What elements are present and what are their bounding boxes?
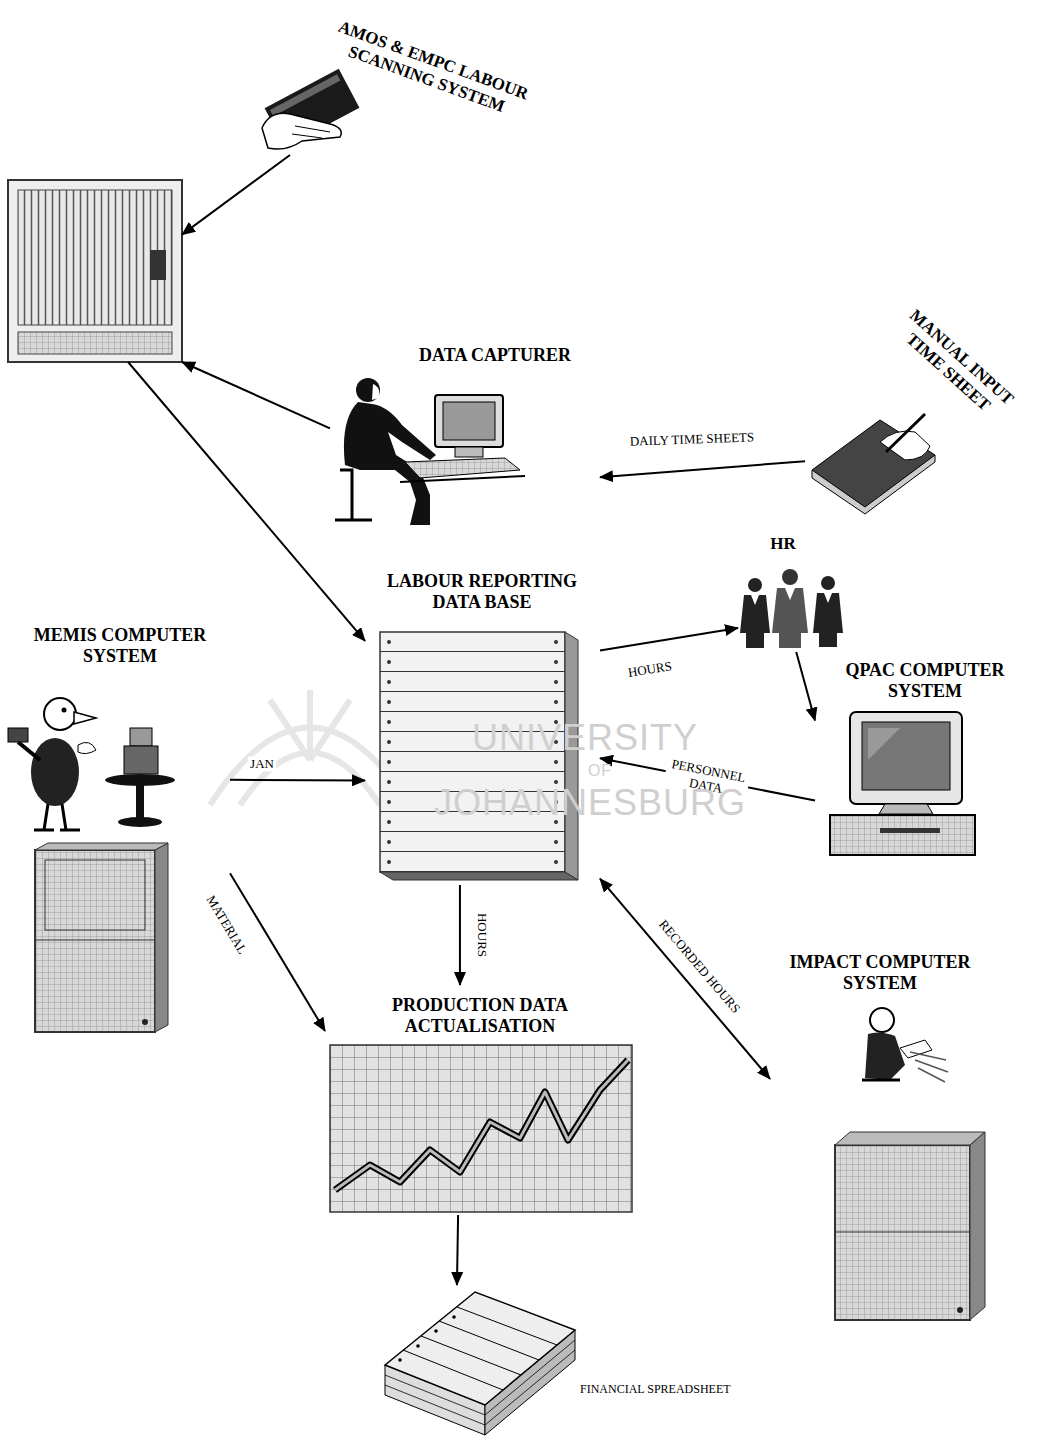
memis-desk <box>105 728 175 827</box>
node-label: IMPACT COMPUTER SYSTEM <box>771 952 989 993</box>
production-chart: PRODUCTION DATA ACTUALISATION <box>325 985 636 1215</box>
memis-mainframe <box>35 843 168 1032</box>
scanner-card <box>262 69 359 149</box>
server-rack <box>8 180 182 362</box>
database: LABOUR REPORTING DATA BASE <box>365 568 600 885</box>
time-sheet: MANUAL INPUT TIME SHEET <box>805 300 1035 515</box>
line-chart <box>330 1045 632 1212</box>
node-label: MEMIS COMPUTER SYSTEM <box>15 625 225 666</box>
connector-arrow <box>128 362 365 641</box>
connector-arrow <box>182 155 290 235</box>
impact-system: IMPACT COMPUTER SYSTEM <box>770 948 990 1322</box>
memis-figure <box>8 698 96 830</box>
edge-label: RECORDED HOURS <box>654 916 744 1018</box>
node-label: DATA CAPTURER <box>390 345 600 366</box>
connector-arrow <box>182 362 330 428</box>
watermark-text: UNIVERSITY <box>472 718 698 758</box>
node-label: PRODUCTION DATA ACTUALISATION <box>340 995 620 1036</box>
node-label: HR <box>743 534 823 554</box>
connector-arrow <box>600 628 738 650</box>
connector-arrow <box>457 1215 458 1285</box>
edge-label: HOURS <box>625 659 675 681</box>
scanning-system: AMOS & EMPC LABOUR SCANNING SYSTEM <box>250 5 570 155</box>
edge-label: HOURS <box>475 911 490 959</box>
edge-label: JAN <box>248 757 276 772</box>
qpac-computer <box>830 712 975 855</box>
connector-arrow <box>600 879 770 1079</box>
node-label: QPAC COMPUTER SYSTEM <box>818 660 1033 701</box>
hr-people <box>740 569 843 648</box>
edge-label: MATERIAL <box>202 891 251 958</box>
spreadsheet-stack <box>385 1292 575 1435</box>
data-capturer: DATA CAPTURER <box>330 340 600 528</box>
connector-arrow <box>459 885 461 985</box>
node-label: MANUAL INPUT TIME SHEET <box>886 300 1024 429</box>
node-label: AMOS & EMPC LABOUR SCANNING SYSTEM <box>306 9 554 131</box>
impact-cabinet <box>835 1132 985 1320</box>
memis-system: MEMIS COMPUTER SYSTEM <box>5 620 230 1035</box>
connector-arrow <box>600 461 805 477</box>
qpac-system: QPAC COMPUTER SYSTEM <box>815 655 1035 860</box>
node-label: FINANCIAL SPREADSHEET <box>580 1383 780 1397</box>
impact-figure <box>862 1008 948 1082</box>
server-rack-drawing <box>8 180 182 362</box>
database-cabinet <box>380 632 578 880</box>
edge-label: PERSONNEL DATA <box>663 756 751 801</box>
edge-label: DAILY TIME SHEETS <box>628 430 757 449</box>
operator-figure <box>335 378 525 525</box>
time-sheet-book <box>812 414 935 514</box>
watermark-text: OF <box>588 762 612 780</box>
hr-group: HR <box>738 532 850 652</box>
connector-arrow <box>796 652 815 721</box>
connector-arrow <box>230 779 365 782</box>
financial-spreadsheet: FINANCIAL SPREADSHEET <box>380 1285 785 1437</box>
node-label: LABOUR REPORTING DATA BASE <box>365 571 600 612</box>
